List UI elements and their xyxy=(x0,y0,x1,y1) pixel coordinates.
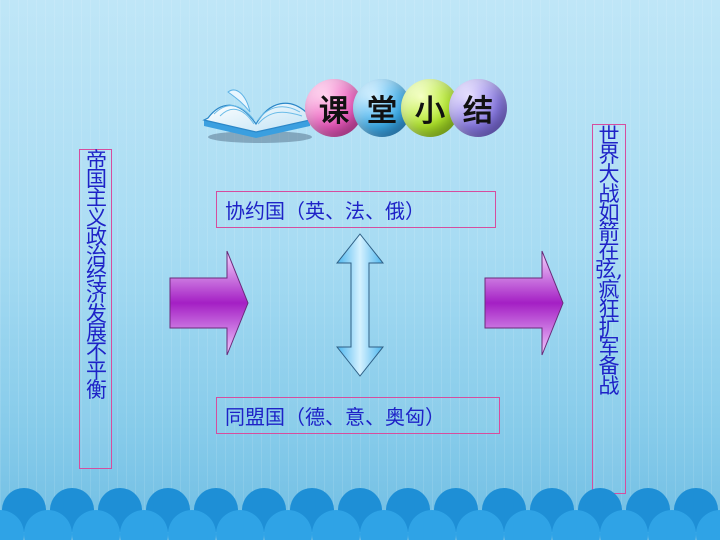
title-char-1: 课 xyxy=(305,79,363,137)
double-vertical-arrow-icon xyxy=(336,233,384,377)
slide-title: 课 堂 小 结 xyxy=(305,79,507,137)
result-text-box: 世界大战如箭在弦,疯狂扩军备战 xyxy=(592,124,626,494)
right-arrow-icon xyxy=(169,250,249,356)
title-char-3: 小 xyxy=(401,79,459,137)
entente-box: 协约国（英、法、俄） xyxy=(216,191,496,228)
title-char-4: 结 xyxy=(449,79,507,137)
open-book-icon xyxy=(202,89,312,143)
decorative-bottom-waves xyxy=(0,488,720,540)
central-powers-box: 同盟国（德、意、奥匈） xyxy=(216,397,500,434)
cause-text-box: 帝国主义政治经济发展不平衡 xyxy=(79,149,112,469)
right-arrow-icon-2 xyxy=(484,250,564,356)
